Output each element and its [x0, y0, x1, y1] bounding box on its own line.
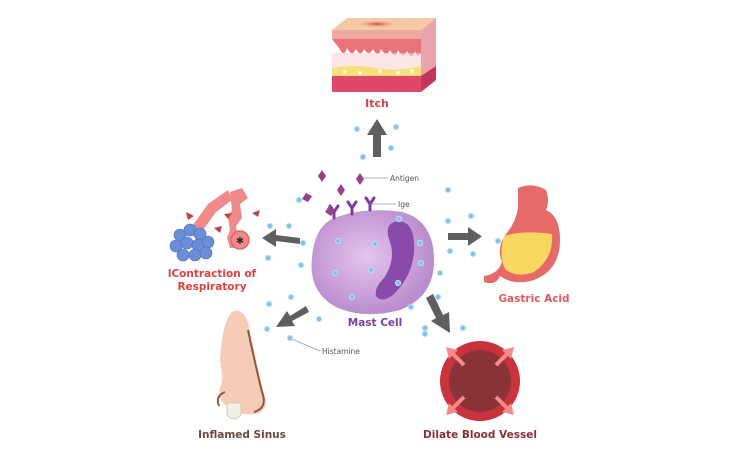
- svg-text:✱: ✱: [236, 236, 244, 247]
- arrow-down-left-to-sinus: [276, 306, 309, 327]
- ige-annotation: Ige: [398, 200, 410, 209]
- nose-icon: [216, 310, 266, 420]
- arrow-up-to-itch: [367, 119, 387, 157]
- antigen-icons: [302, 170, 364, 216]
- inflamed-sinus-label: Inflamed Sinus: [198, 429, 286, 441]
- mast-cell-icon: [311, 210, 435, 315]
- dilate-blood-vessel-label: Dilate Blood Vessel: [423, 429, 537, 441]
- arrow-down-right-to-vessel: [426, 294, 450, 333]
- mast-cell-label: Mast Cell: [348, 317, 402, 329]
- arrow-right-to-gastric: [448, 227, 482, 246]
- respiratory-label-line1: lContraction of: [168, 268, 257, 280]
- gastric-acid-label: Gastric Acid: [498, 293, 569, 305]
- itch-label: Itch: [365, 97, 389, 110]
- histamine-annotation: Histamine: [322, 347, 360, 356]
- arrow-left-to-respiratory: [262, 229, 300, 247]
- skin-block-icon: [332, 18, 436, 92]
- arrows: [262, 119, 482, 333]
- stomach-icon: [484, 185, 560, 284]
- blood-vessel-icon: [440, 341, 520, 421]
- histamine-dots: [263, 123, 502, 342]
- respiratory-tract-icon: ✱: [169, 188, 260, 262]
- respiratory-label-line2: Respiratory: [177, 281, 246, 293]
- antigen-annotation: Antigen: [390, 174, 419, 183]
